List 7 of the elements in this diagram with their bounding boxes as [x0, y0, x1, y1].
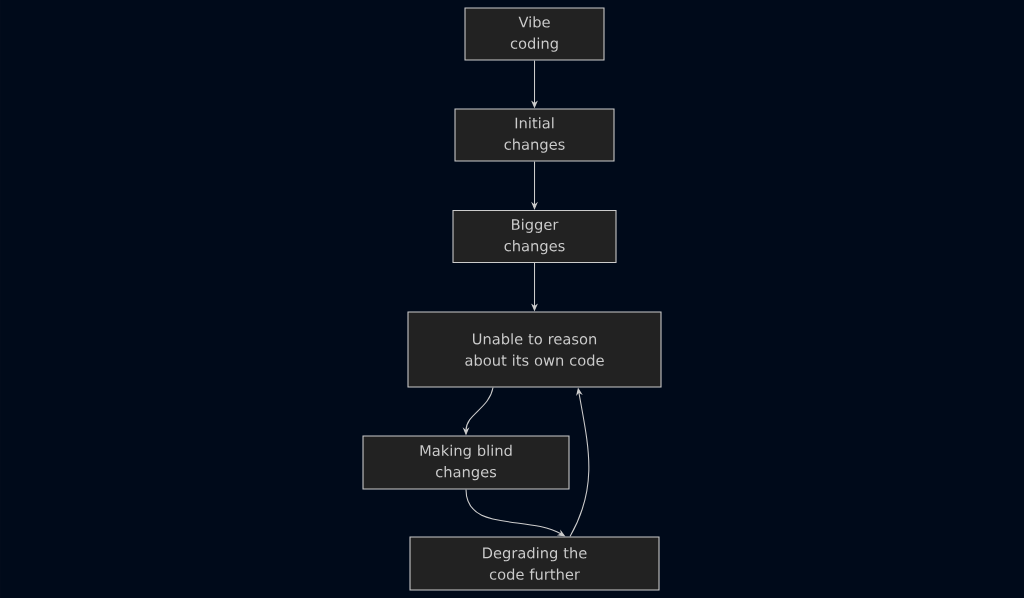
- process-box: Bigger changes: [452, 209, 617, 264]
- arrow: [531, 161, 538, 210]
- process-box: Making blind changes: [362, 435, 570, 490]
- process-box: Unable to reason about its own code: [407, 311, 662, 388]
- process-box: Vibe coding: [464, 7, 605, 61]
- process-box: Degrading the code further: [409, 536, 660, 591]
- process-box: Initial changes: [454, 108, 615, 162]
